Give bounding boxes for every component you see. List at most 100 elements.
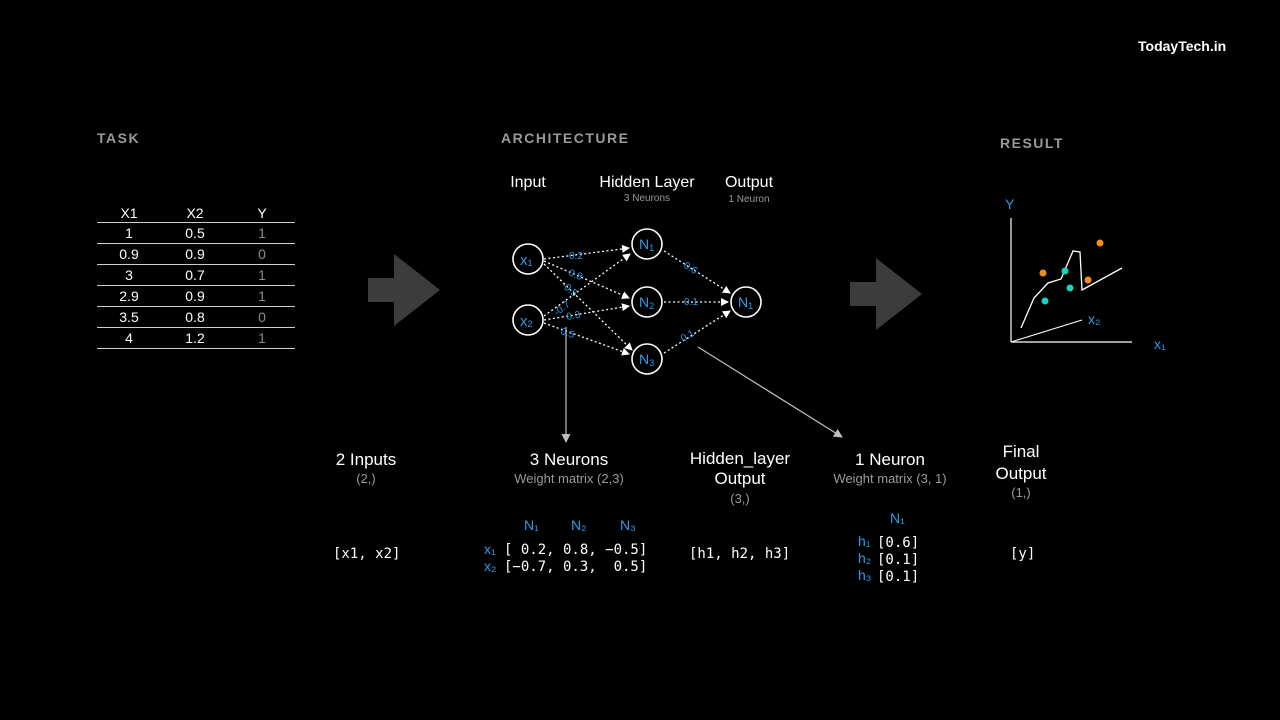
- node-label: N1: [738, 294, 753, 311]
- edge-x1-n1: [543, 244, 630, 260]
- data-point: [1041, 297, 1049, 305]
- output-row-label: h₂: [858, 550, 872, 566]
- result-heading: RESULT: [1000, 135, 1064, 151]
- brand-logo: TodayTech.in: [1138, 38, 1227, 54]
- weight-label: 0.2: [569, 251, 583, 262]
- edge-n1-out: [663, 250, 731, 294]
- data-point: [1061, 267, 1069, 275]
- flow-arrow-icon: [850, 258, 922, 330]
- cell-x2: 0.9: [161, 285, 229, 307]
- hidden-output-shape: (3,): [730, 491, 750, 506]
- table-row: 1 0.5 1: [97, 222, 295, 244]
- input-layer-title: Input: [510, 174, 546, 191]
- cell-x2: 0.8: [161, 306, 229, 328]
- cell-x2: 0.7: [161, 264, 229, 286]
- edge-n3-out: [663, 310, 731, 354]
- cell-x1: 1: [97, 222, 161, 244]
- output-matrix-col: N₁: [890, 510, 905, 526]
- architecture-heading: ARCHITECTURE: [501, 130, 630, 146]
- hidden-layer-subtitle: 3 Neurons: [623, 193, 671, 204]
- cell-y: 1: [229, 285, 295, 307]
- column-header-x2: X2: [161, 203, 229, 223]
- x-axis-label: x₁: [1154, 336, 1166, 352]
- cell-x1: 4: [97, 327, 161, 349]
- weight-label: 0.1: [684, 297, 698, 308]
- data-point: [1084, 276, 1092, 284]
- cell-x1: 2.9: [97, 285, 161, 307]
- output-row-value: [0.1]: [877, 552, 920, 568]
- weight-label: 0.3: [566, 310, 582, 323]
- table-row: 4 1.2 1: [97, 327, 295, 349]
- data-point: [1066, 284, 1074, 292]
- node-n2: [631, 286, 663, 318]
- matrix-col-n1: N₁: [524, 517, 539, 533]
- node-label: N3: [639, 351, 654, 368]
- weight-label: 0.6: [681, 260, 699, 277]
- output-row-value: [0.1]: [877, 569, 920, 585]
- weight-label: 0.5: [559, 326, 576, 341]
- inputs-shape: (2,): [356, 471, 376, 486]
- final-output-vector: [y]: [1010, 546, 1036, 562]
- final-output-title-line2: Output: [995, 464, 1047, 483]
- table-row: 3.5 0.8 0: [97, 306, 295, 328]
- cell-y: 0: [229, 243, 295, 265]
- node-label: N2: [639, 294, 654, 311]
- cell-x2: 1.2: [161, 327, 229, 349]
- task-heading: TASK: [97, 130, 141, 146]
- column-header-x1: X1: [97, 203, 161, 223]
- y-axis-label: Y: [1005, 196, 1015, 212]
- training-data-table: X1 X2 Y 1 0.5 1 0.9 0.9 0 3 0.7 1 2.9 0.…: [97, 203, 295, 349]
- matrix-row-values: [ 0.2, 0.8, −0.5]: [504, 542, 648, 558]
- table-row: 0.9 0.9 0: [97, 243, 295, 265]
- table-header-row: X1 X2 Y: [97, 203, 295, 223]
- hidden-output-title-line2: Output: [714, 469, 766, 488]
- x2-axis-line: [1010, 319, 1083, 343]
- cell-x2: 0.9: [161, 243, 229, 265]
- result-plot: Y x₁ x₂: [1005, 196, 1166, 352]
- weight-label: 0.1: [679, 328, 697, 345]
- hidden-output-title: Hidden_layer: [689, 449, 791, 468]
- weight-label: 0.8: [567, 268, 584, 284]
- cell-y: 1: [229, 327, 295, 349]
- boundary-axis-label: x₂: [1088, 311, 1100, 327]
- cell-x1: 3: [97, 264, 161, 286]
- final-output-shape: (1,): [1011, 485, 1031, 500]
- final-output-title: Final: [1002, 442, 1040, 461]
- output-row-label: h₃: [858, 567, 872, 583]
- node-n3: [631, 343, 663, 375]
- node-output: [730, 286, 762, 318]
- table-row: 3 0.7 1: [97, 264, 295, 286]
- cell-x1: 3.5: [97, 306, 161, 328]
- hidden-layer-title: Hidden Layer: [599, 174, 695, 191]
- matrix-row-values: [−0.7, 0.3, 0.5]: [504, 559, 648, 575]
- output-row-value: [0.6]: [877, 535, 920, 551]
- node-label: x1: [520, 252, 533, 269]
- cell-y: 0: [229, 306, 295, 328]
- hidden-weight-matrix-label: Weight matrix (2,3): [514, 471, 624, 486]
- output-row-label: h₁: [858, 533, 871, 549]
- matrix-col-n2: N₂: [571, 517, 587, 533]
- output-weight-matrix-label: Weight matrix (3, 1): [833, 471, 947, 486]
- matrix-row-label: x₁: [484, 541, 496, 557]
- cell-x2: 0.5: [161, 222, 229, 244]
- cell-y: 1: [229, 264, 295, 286]
- edge-x1-n2: [543, 260, 630, 299]
- data-point: [1039, 269, 1047, 277]
- output-layer-title: Output: [724, 174, 774, 191]
- cell-x1: 0.9: [97, 243, 161, 265]
- hidden-neurons-title: 3 Neurons: [529, 450, 609, 469]
- edge-x2-n3: [543, 322, 630, 356]
- hidden-output-vector: [h1, h2, h3]: [689, 546, 791, 562]
- node-label: x2: [520, 313, 533, 330]
- node-x2: [512, 304, 544, 336]
- pointer-arrow-output: [697, 346, 843, 438]
- node-n1: [631, 228, 663, 260]
- matrix-row-label: x₂: [484, 558, 497, 574]
- node-x1: [512, 243, 544, 275]
- edge-x2-n2: [543, 303, 630, 321]
- matrix-col-n3: N₃: [620, 517, 636, 533]
- output-neuron-title: 1 Neuron: [855, 450, 925, 469]
- data-point: [1096, 239, 1104, 247]
- inputs-vector: [x1, x2]: [333, 546, 401, 562]
